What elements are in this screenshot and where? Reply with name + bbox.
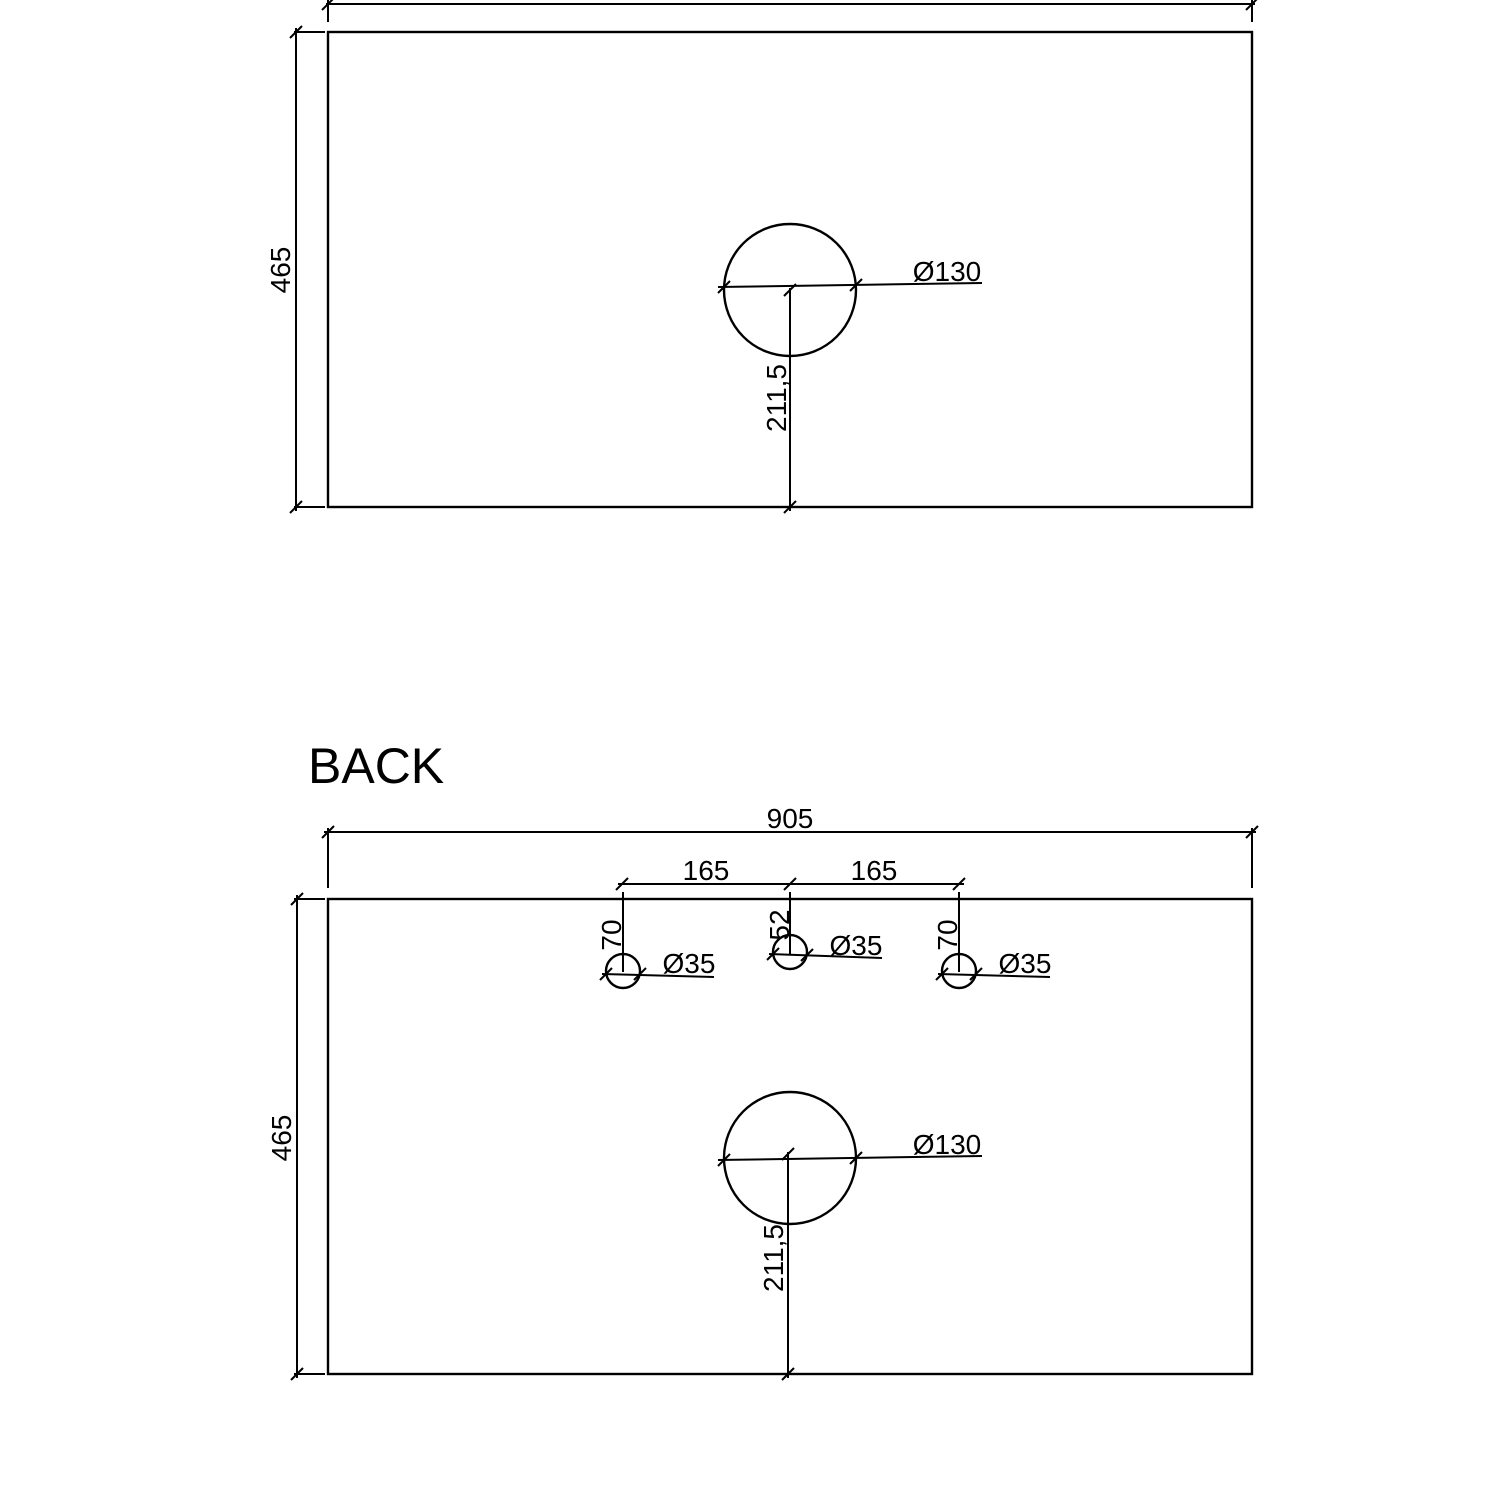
back-basin-diameter-tick-left [717,1153,731,1167]
tap-spacing-tick-center [783,877,797,891]
back-view-title: BACK [308,738,444,794]
back-basin-diameter-tick-right [849,1151,863,1165]
back-width-tick-left [321,825,335,839]
tap-left-offset-label: 70 [596,919,627,950]
top-basin-diameter-label: Ø130 [913,256,982,287]
top-width-tick-right [1245,0,1258,11]
top-height-tick-top [289,25,303,39]
back-basin-offset-tick-top [781,1147,795,1161]
back-view: BACK 905 165 165 465 70 Ø35 52 [266,738,1259,1381]
top-basin-diameter-tick-right [849,278,863,292]
tap-left-diameter-tick-right [633,967,647,981]
back-width-label: 905 [767,803,814,834]
tap-right-diameter-line [937,973,1051,978]
tap-right-diameter-tick-left [935,967,949,981]
tap-right-offset-label: 70 [932,919,963,950]
tap-spacing-tick-right [952,877,966,891]
tap-spacing-tick-left [615,877,629,891]
tap-spacing-right-label: 165 [851,855,898,886]
tap-right-diameter-label: Ø35 [999,948,1052,979]
tap-center-diameter-label: Ø35 [830,930,883,961]
back-height-tick-top [290,892,304,906]
tap-right-diameter-tick-right [969,967,983,981]
top-basin-offset-label: 211,5 [761,364,792,432]
back-basin-offset-label: 211,5 [758,1224,789,1292]
back-basin-diameter-label: Ø130 [913,1129,982,1160]
top-basin-diameter-tick-left [717,280,731,294]
back-panel-outline [326,897,1254,1376]
back-basin-diameter-line [717,1155,983,1161]
tap-spacing-left-label: 165 [683,855,730,886]
tap-left-diameter-tick-left [599,967,613,981]
tap-center-diameter-line [768,953,883,959]
tap-right-hole [940,952,978,990]
back-width-tick-right [1245,825,1259,839]
back-height-tick-bottom [290,1367,304,1381]
top-view: 465 Ø130 211,5 [265,0,1258,514]
tap-left-hole [604,952,642,990]
top-basin-offset-tick-top [783,283,797,297]
tap-center-diameter-tick-left [766,947,780,961]
top-basin-diameter-line [717,282,983,288]
top-basin-offset-tick-bottom [783,500,797,514]
top-height-label: 465 [265,247,296,294]
tap-left-diameter-label: Ø35 [663,948,716,979]
back-height-label: 465 [266,1115,297,1162]
top-width-tick-left [321,0,334,11]
tap-center-diameter-tick-right [800,948,814,962]
back-basin-offset-tick-bottom [781,1367,795,1381]
top-height-tick-bottom [289,500,303,514]
tap-center-hole [771,933,809,971]
tap-left-diameter-line [601,973,715,978]
